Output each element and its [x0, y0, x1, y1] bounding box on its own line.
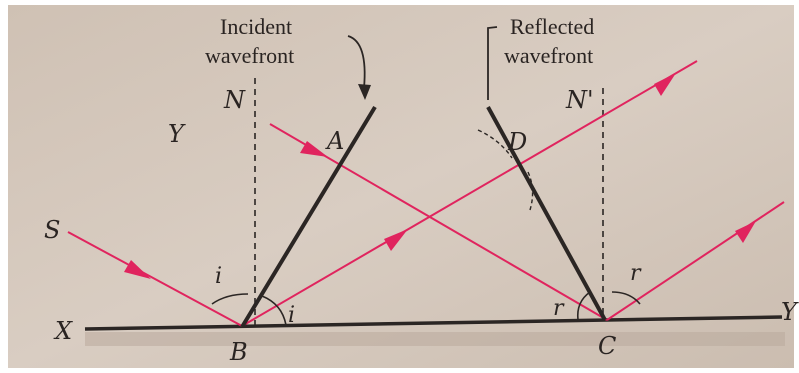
label-d: D — [507, 128, 527, 156]
reflected-ray-b — [241, 60, 698, 327]
paper-background — [8, 5, 794, 368]
reflected-wavefront-label-line2: wavefront — [504, 43, 593, 68]
label-a: A — [325, 127, 344, 155]
angle-arc-i-left — [211, 293, 249, 305]
arrowheads — [124, 73, 756, 279]
arrow-reflected-c — [735, 221, 756, 243]
reflected-wavefront-label-line1: Reflected — [510, 14, 594, 39]
incident-wavefront-leader-head — [358, 84, 371, 100]
incident-wavefront-label-line2: wavefront — [205, 43, 294, 68]
label-n: N — [223, 86, 246, 114]
arrow-incident-s — [124, 260, 151, 279]
right-angle-mark-d-lower — [527, 171, 534, 211]
right-angle-mark-d — [477, 129, 513, 159]
label-y-right: Y — [781, 298, 799, 326]
incident-wavefront-label-line1: Incident — [220, 14, 292, 39]
angle-arc-r-right — [611, 291, 641, 305]
incident-wavefront-leader — [347, 35, 366, 89]
label-y-left: Y — [168, 120, 186, 148]
label-s: S — [44, 216, 60, 244]
angle-label-i-left: i — [215, 264, 222, 289]
incident-ray-s-b — [67, 231, 243, 327]
angle-arc-r-left — [576, 291, 591, 321]
surface-shadow — [85, 332, 785, 346]
reflected-wavefront-dc — [486, 106, 607, 321]
reflected-wavefront-leader — [487, 26, 498, 100]
label-n-prime: N' — [565, 86, 594, 114]
label-x: X — [53, 317, 73, 345]
incident-wavefront-ab — [240, 105, 377, 329]
arrow-incident-a — [300, 141, 328, 157]
angle-label-r-left: r — [553, 296, 565, 321]
label-b: B — [229, 338, 248, 366]
angle-arc-i-right — [261, 295, 287, 326]
arrow-reflected-b-end — [654, 73, 676, 96]
angle-label-i-right: i — [288, 303, 295, 328]
label-c: C — [598, 332, 616, 360]
angle-label-r-right: r — [630, 261, 642, 286]
arrow-reflected-b-mid — [384, 229, 408, 251]
reflecting-surface — [84, 315, 783, 331]
